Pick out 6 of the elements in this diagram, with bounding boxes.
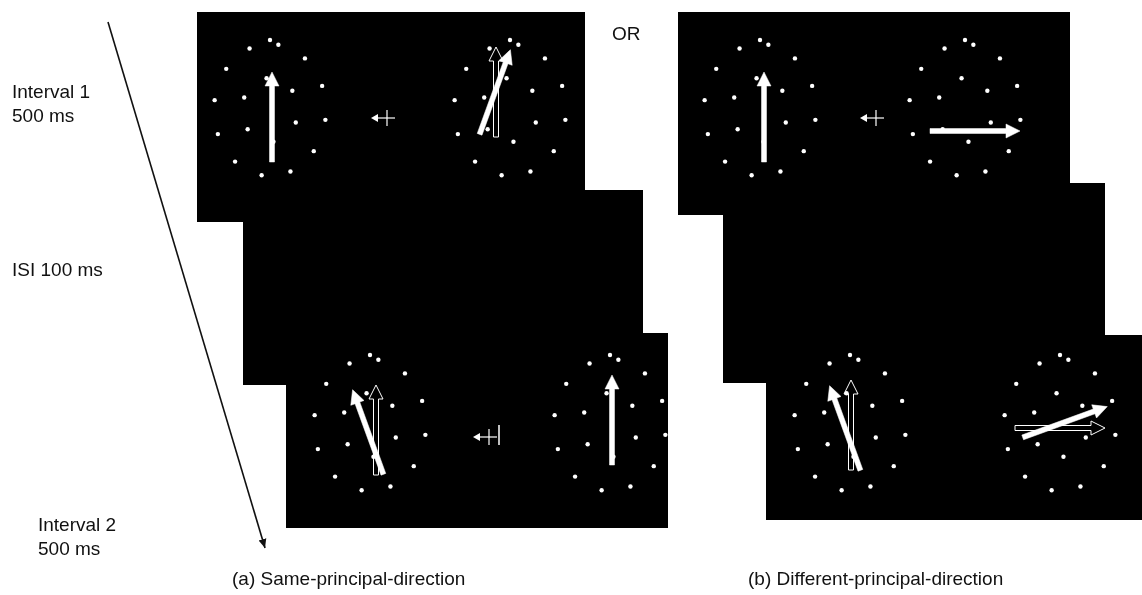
panel-caption: (a) Same-principal-direction: [232, 567, 467, 591]
interval-label: Interval 2 500 ms: [38, 513, 118, 561]
interval-label: Interval 1 500 ms: [12, 80, 92, 128]
interval-label: ISI 100 ms: [12, 258, 104, 282]
panel-caption: (b) Different-principal-direction: [748, 567, 1005, 591]
alternative-label: OR: [612, 22, 642, 46]
